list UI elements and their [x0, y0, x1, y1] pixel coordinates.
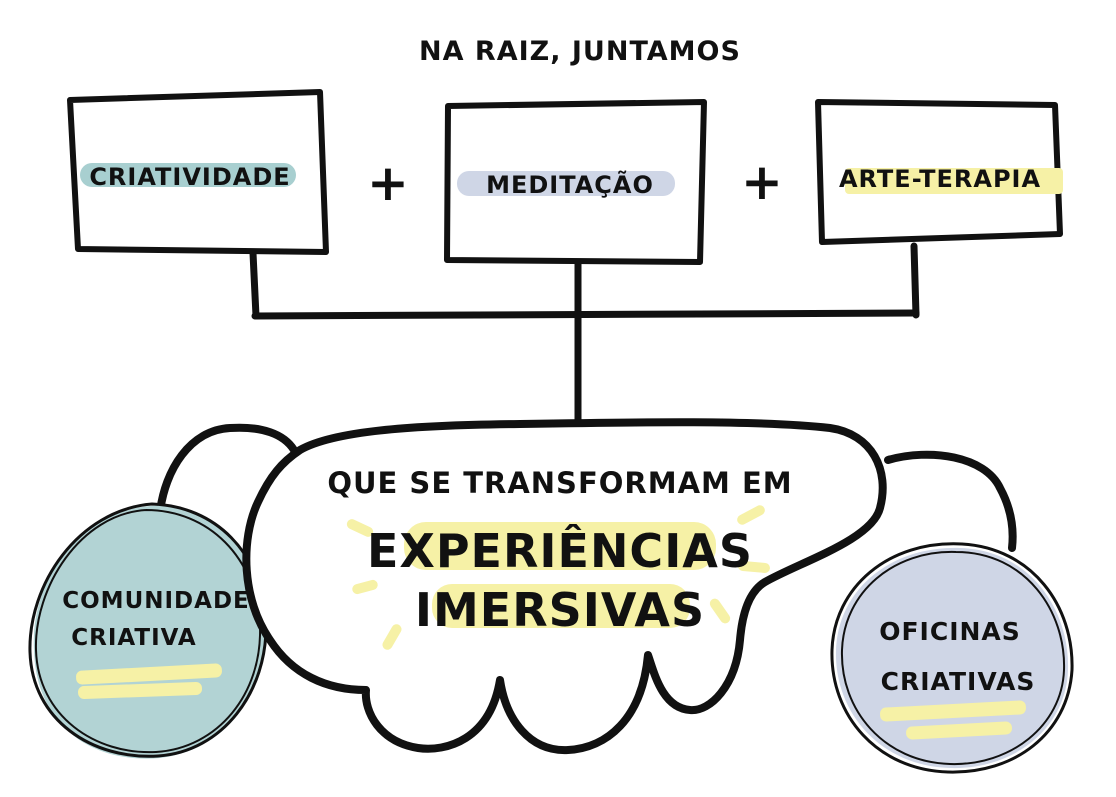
- plus-operator-2: +: [741, 153, 783, 211]
- label-meditacao: MEDITAÇÃO: [486, 170, 654, 199]
- label-criativa: CRIATIVA: [71, 625, 196, 651]
- right-hook-curve: [884, 450, 1017, 552]
- input-box-arte-terapia: ARTE-TERAPIA: [815, 99, 1063, 245]
- input-box-meditacao: MEDITAÇÃO: [444, 99, 707, 265]
- plus-operator-1: +: [367, 154, 409, 212]
- sparkle-dashes: [346, 505, 770, 650]
- label-criatividade: CRIATIVIDADE: [89, 163, 290, 191]
- output-comunidade-criativa: COMUNIDADE CRIATIVA: [28, 423, 298, 759]
- label-imersivas: IMERSIVAS: [415, 583, 705, 637]
- highlight-imersivas: [432, 584, 690, 628]
- connector-tree: [249, 242, 920, 424]
- label-criativas: CRIATIVAS: [881, 667, 1036, 696]
- output-oficinas-criativas: OFICINAS CRIATIVAS: [830, 450, 1074, 774]
- scribble-comunidade-2: [78, 682, 203, 699]
- scribble-comunidade-1: [76, 663, 222, 685]
- scribble-oficinas-1: [880, 700, 1026, 722]
- highlight-meditacao: [457, 171, 675, 196]
- central-cloud: QUE SE TRANSFORMAM EM EXPERIÊNCIAS IMERS…: [242, 418, 887, 755]
- highlight-arte-terapia: [845, 168, 1063, 194]
- diagram-title: NA RAIZ, JUNTAMOS: [419, 36, 741, 67]
- input-box-criatividade: CRIATIVIDADE: [67, 89, 329, 255]
- label-oficinas: OFICINAS: [879, 617, 1021, 646]
- label-transform-phrase: QUE SE TRANSFORMAM EM: [327, 466, 792, 500]
- connector-left: [249, 249, 260, 320]
- connector-horizontal: [251, 309, 920, 320]
- highlight-experiencias: [404, 522, 716, 570]
- highlight-criatividade: [80, 163, 296, 187]
- scribble-oficinas-2: [906, 721, 1012, 740]
- label-arte-terapia: ARTE-TERAPIA: [839, 165, 1041, 193]
- connector-right: [910, 242, 920, 319]
- label-experiencias: EXPERIÊNCIAS: [367, 524, 753, 578]
- label-comunidade: COMUNIDADE: [62, 588, 250, 614]
- left-hook-curve: [156, 423, 298, 516]
